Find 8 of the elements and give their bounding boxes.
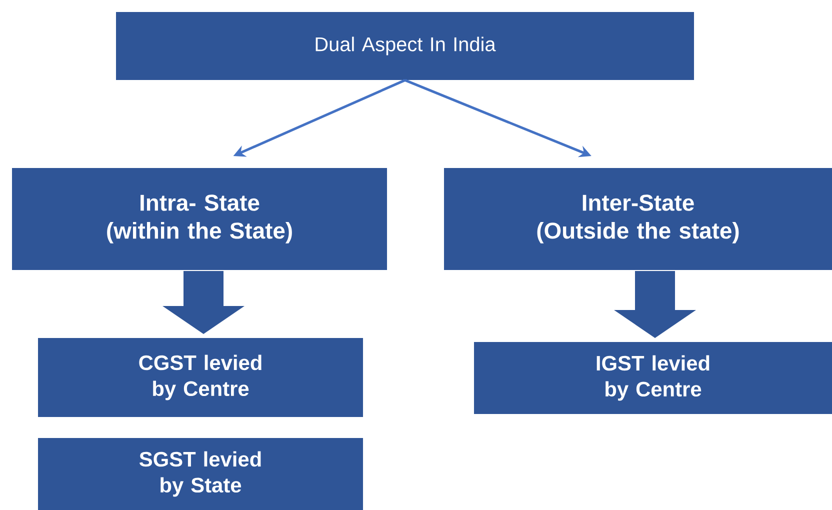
process-box: Dual Aspect In India xyxy=(116,12,694,80)
process-box: IGST levied by Centre xyxy=(474,342,832,414)
process-box: CGST levied by Centre xyxy=(38,338,363,417)
block-arrow xyxy=(614,271,696,338)
process-box: SGST levied by State xyxy=(38,438,363,510)
process-box: Inter-State (Outside the state) xyxy=(444,168,832,270)
block-arrow xyxy=(162,271,244,334)
process-box: Intra- State (within the State) xyxy=(12,168,387,270)
